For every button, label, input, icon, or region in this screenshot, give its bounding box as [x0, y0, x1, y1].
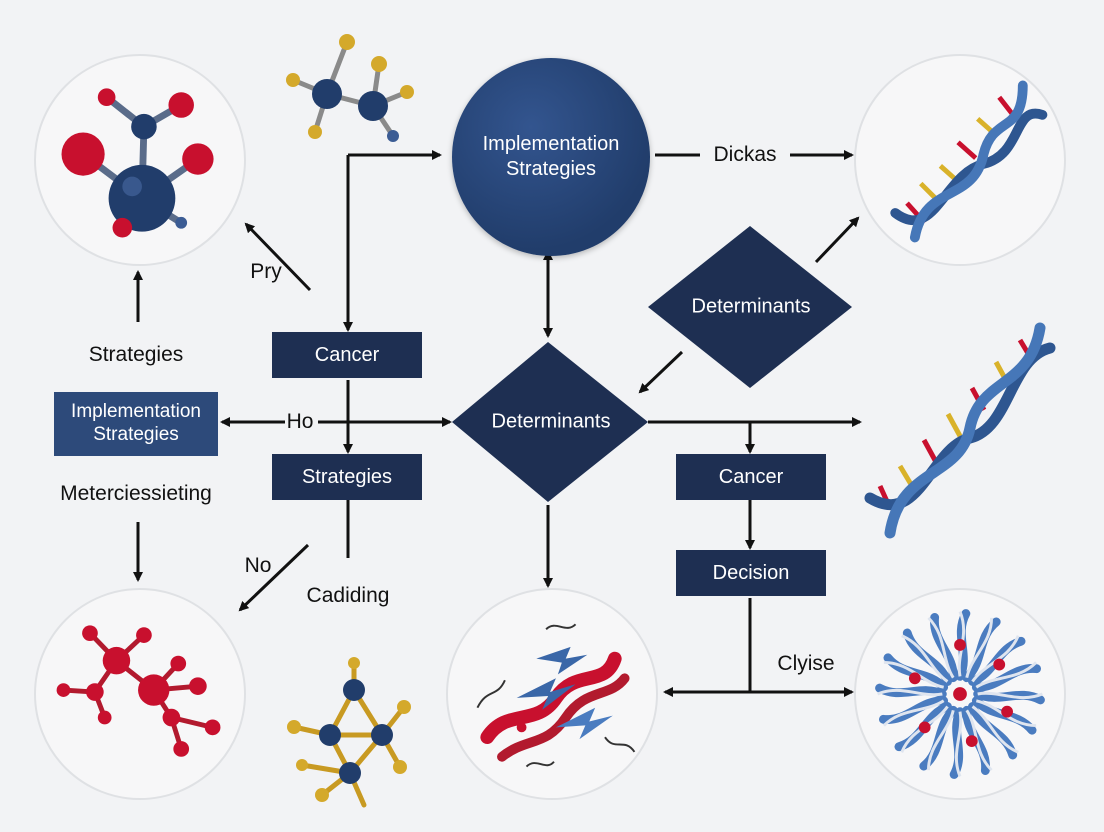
node-implementation-strategies-circle[interactable]: Implementation Strategies — [452, 58, 650, 256]
node-implementation-strategies-box[interactable]: Implementation Strategies — [54, 392, 218, 456]
protein-complex-icon — [854, 588, 1066, 800]
label-pry: Pry — [250, 260, 282, 283]
node-label-line1: Implementation — [482, 133, 620, 155]
node-label: Cancer — [314, 344, 380, 366]
label-strategies: Strategies — [88, 343, 184, 366]
node-cancer-right[interactable]: Cancer — [676, 454, 826, 500]
molecule-red-blue-icon — [34, 54, 246, 266]
molecule-red-bottom-icon — [34, 588, 246, 800]
diamond-label-center: Determinants — [491, 410, 611, 433]
node-strategies[interactable]: Strategies — [272, 454, 422, 500]
node-label: Cancer — [718, 466, 784, 488]
label-cadiding: Cadiding — [306, 584, 390, 607]
label-metercies: Metercies­sieting — [60, 482, 212, 505]
label-clyise: Clyise — [777, 652, 835, 675]
arrow-diamond-to-dna — [814, 216, 860, 264]
diamond-determinants-center[interactable] — [452, 342, 648, 502]
node-label-line1: Implementation — [71, 401, 201, 423]
label-no: No — [244, 554, 272, 577]
node-label: Strategies — [301, 466, 393, 488]
molecule-small-bottom-icon — [282, 655, 417, 815]
node-label-line2: Strategies — [505, 158, 597, 180]
node-decision[interactable]: Decision — [676, 550, 826, 596]
diamond-determinants-right[interactable] — [648, 226, 852, 388]
arrow-diamond-to-diamond — [638, 350, 684, 394]
arrow-pry — [244, 222, 312, 292]
dna-helix-top-icon — [854, 54, 1066, 266]
node-label: Decision — [712, 562, 790, 584]
molecule-small-top-icon — [275, 28, 425, 148]
node-label-line2: Strategies — [93, 424, 179, 445]
protein-ribbon-icon — [446, 588, 658, 800]
diamond-label-right: Determinants — [691, 295, 811, 318]
label-ho: Ho — [286, 410, 314, 433]
dna-helix-mid-icon — [860, 318, 1060, 543]
arrow-no — [238, 543, 310, 612]
node-cancer-left[interactable]: Cancer — [272, 332, 422, 378]
label-dickas: Dickas — [713, 143, 777, 166]
